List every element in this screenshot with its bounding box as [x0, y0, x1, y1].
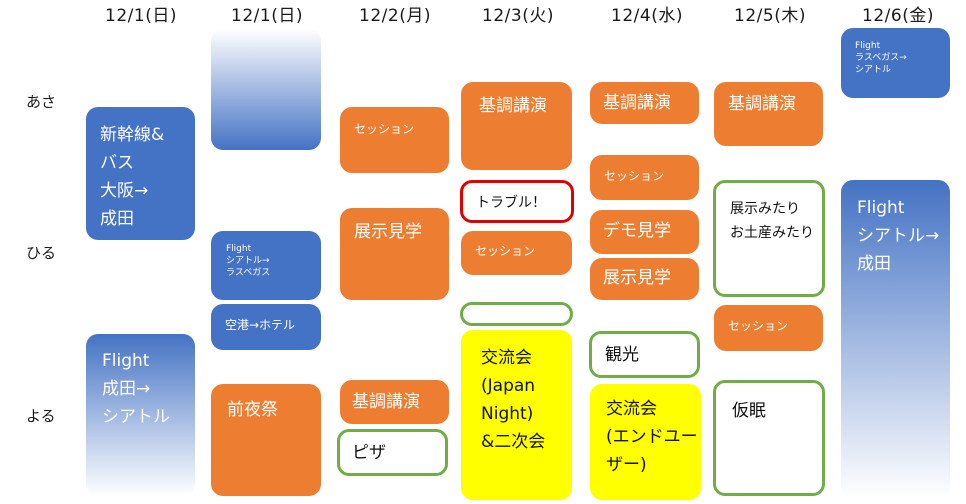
row-header-noon: ひる [26, 244, 57, 262]
block-flight-seattle-lasvegas: Flight シアトル→ ラスベガス [211, 231, 321, 300]
block-kicho-koen-12-3: 基調講演 [461, 82, 572, 170]
block-flight-narita-seattle: Flight 成田→ シアトル [86, 334, 195, 496]
column-header-12-3: 12/3(火) [482, 6, 554, 26]
block-kamin: 仮眠 [713, 380, 825, 496]
block-session-12-2: セッション [340, 107, 449, 173]
block-tenji-kengaku-12-2: 展示見学 [340, 208, 449, 300]
block-kicho-koen-12-5: 基調講演 [714, 82, 823, 146]
block-airport-hotel: 空港→ホテル [211, 304, 321, 350]
block-kanko: 観光 [589, 331, 700, 378]
block-kicho-koen-12-2: 基調講演 [340, 380, 449, 424]
block-tenji-omiyage: 展示みたり お土産みたり [713, 180, 825, 297]
row-header-evening: よる [26, 407, 56, 425]
row-header-morning: あさ [26, 93, 57, 111]
block-session-12-4: セッション [590, 155, 699, 200]
block-session-12-5: セッション [714, 305, 823, 351]
block-kouryukai-end-user: 交流会 (エンドユー ザー) [590, 384, 701, 500]
block-tenji-kengaku-12-4: 展示見学 [590, 258, 699, 300]
block-demo-kengaku: デモ見学 [590, 210, 699, 254]
column-header-12-6: 12/6(金) [862, 6, 934, 26]
block-kicho-koen-12-4: 基調講演 [590, 82, 699, 124]
block-pizza: ピザ [337, 429, 448, 476]
block-empty-green [460, 302, 573, 326]
column-header-12-1-a: 12/1(日) [105, 6, 177, 26]
column-header-12-1-b: 12/1(日) [231, 6, 303, 26]
block-flight-lasvegas-seattle: Flight ラスベガス→ シアトル [841, 28, 950, 98]
block-kouryukai-japan-night: 交流会 (Japan Night) &二次会 [461, 330, 572, 500]
block-gradient-placeholder [211, 29, 321, 150]
column-header-12-4: 12/4(水) [611, 6, 683, 26]
column-header-12-5: 12/5(木) [734, 6, 806, 26]
block-session-12-3: セッション [461, 231, 572, 275]
block-trouble: トラブル！ [460, 180, 574, 223]
block-zenyasai: 前夜祭 [211, 384, 321, 496]
block-flight-seattle-narita: Flight シアトル→ 成田 [841, 180, 950, 498]
block-shinkansen-bus: 新幹線& バス 大阪→ 成田 [86, 107, 195, 240]
column-header-12-2: 12/2(月) [359, 6, 431, 26]
